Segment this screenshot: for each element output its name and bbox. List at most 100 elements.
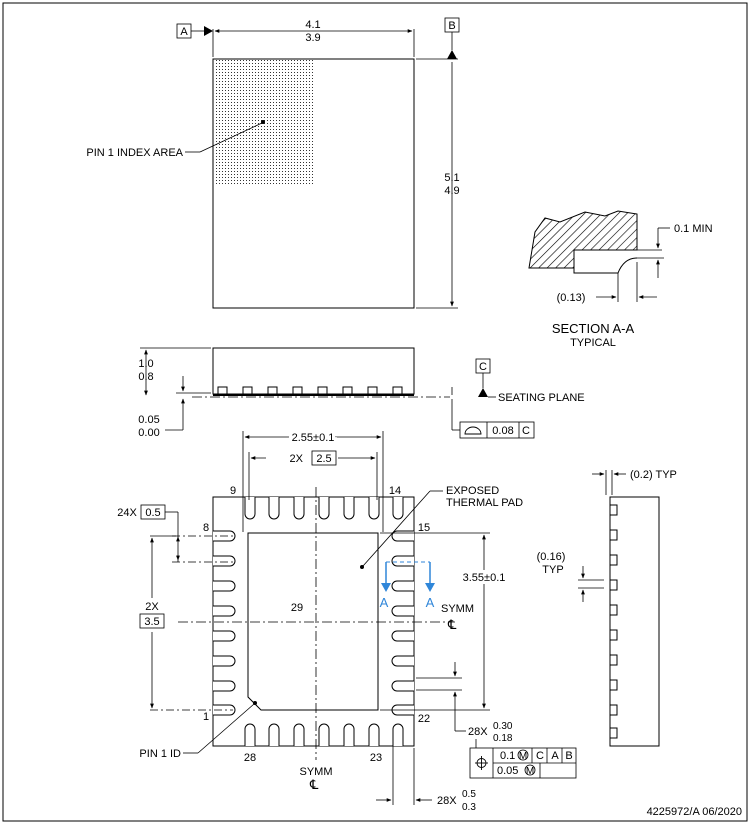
pad-left-5 [213,655,236,667]
end-lead-8 [609,704,618,716]
section-hatch [528,210,638,269]
center-pad-number: 29 [291,602,303,614]
pad-bottom-5 [368,723,380,746]
end-lead-9 [609,727,618,739]
end-lead-0 [609,504,618,516]
side-height-min: 0.8 [138,371,153,383]
top-pitch-count: 2X [290,453,304,465]
pad-top-4 [343,497,355,520]
end-typ-1: (0.2) TYP [630,469,677,481]
pad-height: 3.55±0.1 [463,572,506,584]
bottom-pads [213,497,414,746]
section-arrow-left [381,583,391,592]
mmc-icon [517,749,529,761]
side-lead-strip [213,394,414,396]
section-min-label: 0.1 MIN [674,223,713,235]
side-lead-5 [342,386,353,395]
side-height-max: 1.0 [138,358,153,370]
svg-text:M: M [519,751,527,762]
pad-bottom-3 [318,723,330,746]
lead-length-max: 0.5 [462,789,476,800]
datum-b: B [448,20,455,32]
end-lead-4 [609,604,618,616]
coplanarity-datum: C [522,425,530,437]
pad-left-4 [213,630,236,642]
pin-15: 15 [418,522,430,534]
side-lead-6 [367,386,378,395]
side-lead-1 [242,386,253,395]
pad-bottom-0 [244,723,256,746]
package-body-end [609,496,660,747]
section-title: SECTION A-A [552,321,635,336]
datum-a-triangle [204,26,213,36]
pin1-index-label: PIN 1 INDEX AREA [86,147,183,159]
lead-length-min: 0.3 [462,802,476,813]
pin-22: 22 [418,713,430,725]
position-symbol-icon [475,756,488,770]
pitch-value: 0.5 [145,507,160,519]
bottom-view: 29 2.55±0.1 2X 2.5 9 14 8 15 1 22 28 23 … [117,429,577,813]
standoff-max: 0.05 [138,414,159,426]
pad-bottom-6 [392,723,404,746]
top-pitch: 2.5 [316,453,331,465]
pad-width: 2.55±0.1 [292,432,335,444]
end-typ-2: (0.16) [537,551,566,563]
side-lead-0 [217,386,228,395]
svg-text:M: M [526,766,534,777]
pin-1: 1 [203,711,209,723]
pin-14: 14 [389,485,401,497]
lead-width-count: 28X [468,726,488,738]
datum-c-triangle [478,388,488,397]
end-lead-6 [609,654,618,666]
datum-c: C [479,361,487,373]
seating-plane: SEATING PLANE [498,392,585,404]
side-lead-7 [392,386,403,395]
pad-top-1 [268,497,280,520]
section-arrow-right [425,583,435,592]
section-dim: (0.13) [557,292,586,304]
side-lead-2 [267,386,278,395]
pad-bottom-2 [293,723,305,746]
pad-left-7 [213,704,236,716]
tol-1-ref-a: A [551,750,559,762]
pad-left-6 [213,680,236,692]
pin-9: 9 [230,485,236,497]
pad-top-0 [244,497,256,520]
pad-bottom-1 [268,723,280,746]
end-lead-1 [609,529,618,541]
section-marker-left: A [380,595,389,610]
profile-surface-icon [464,426,482,435]
section-lead [573,250,638,274]
symm-bottom: SYMM [300,766,333,778]
pitch-count: 24X [117,507,137,519]
pad-right-3 [391,605,414,617]
height-max: 5.1 [444,172,459,184]
side-view: 1.0 0.8 0.05 0.00 C SEATING PLANE 0.08 C [138,347,585,439]
height-min: 4.9 [444,185,459,197]
width-min: 3.9 [305,32,320,44]
tol-2-value: 0.05 [497,765,518,777]
side-leads [213,386,414,396]
end-lead-2 [609,554,618,566]
centerline-bottom-icon: ℄ [309,777,319,792]
end-lead-7 [609,679,618,691]
centerline-right-icon: ℄ [447,617,457,632]
pad-right-2 [391,580,414,592]
side-lead-3 [292,386,303,395]
pad-left-2 [213,580,236,592]
pad-top-2 [293,497,305,520]
pin-23: 23 [370,752,382,764]
pin-8: 8 [203,522,209,534]
datum-a: A [180,26,188,38]
thermal-pad-label-1: EXPOSED [446,485,499,497]
section-marker-right: A [426,595,435,610]
left-pitch-count: 2X [145,601,159,613]
pad-left-3 [213,605,236,617]
end-view: (0.2) TYP (0.16) TYP [537,469,677,747]
end-typ-2b: TYP [542,564,563,576]
coplanarity-value: 0.08 [492,425,513,437]
lead-width-max: 0.30 [493,721,513,732]
thermal-pad-label-2: THERMAL PAD [446,497,523,509]
lead-length-count: 28X [437,795,457,807]
standoff-min: 0.00 [138,427,159,439]
